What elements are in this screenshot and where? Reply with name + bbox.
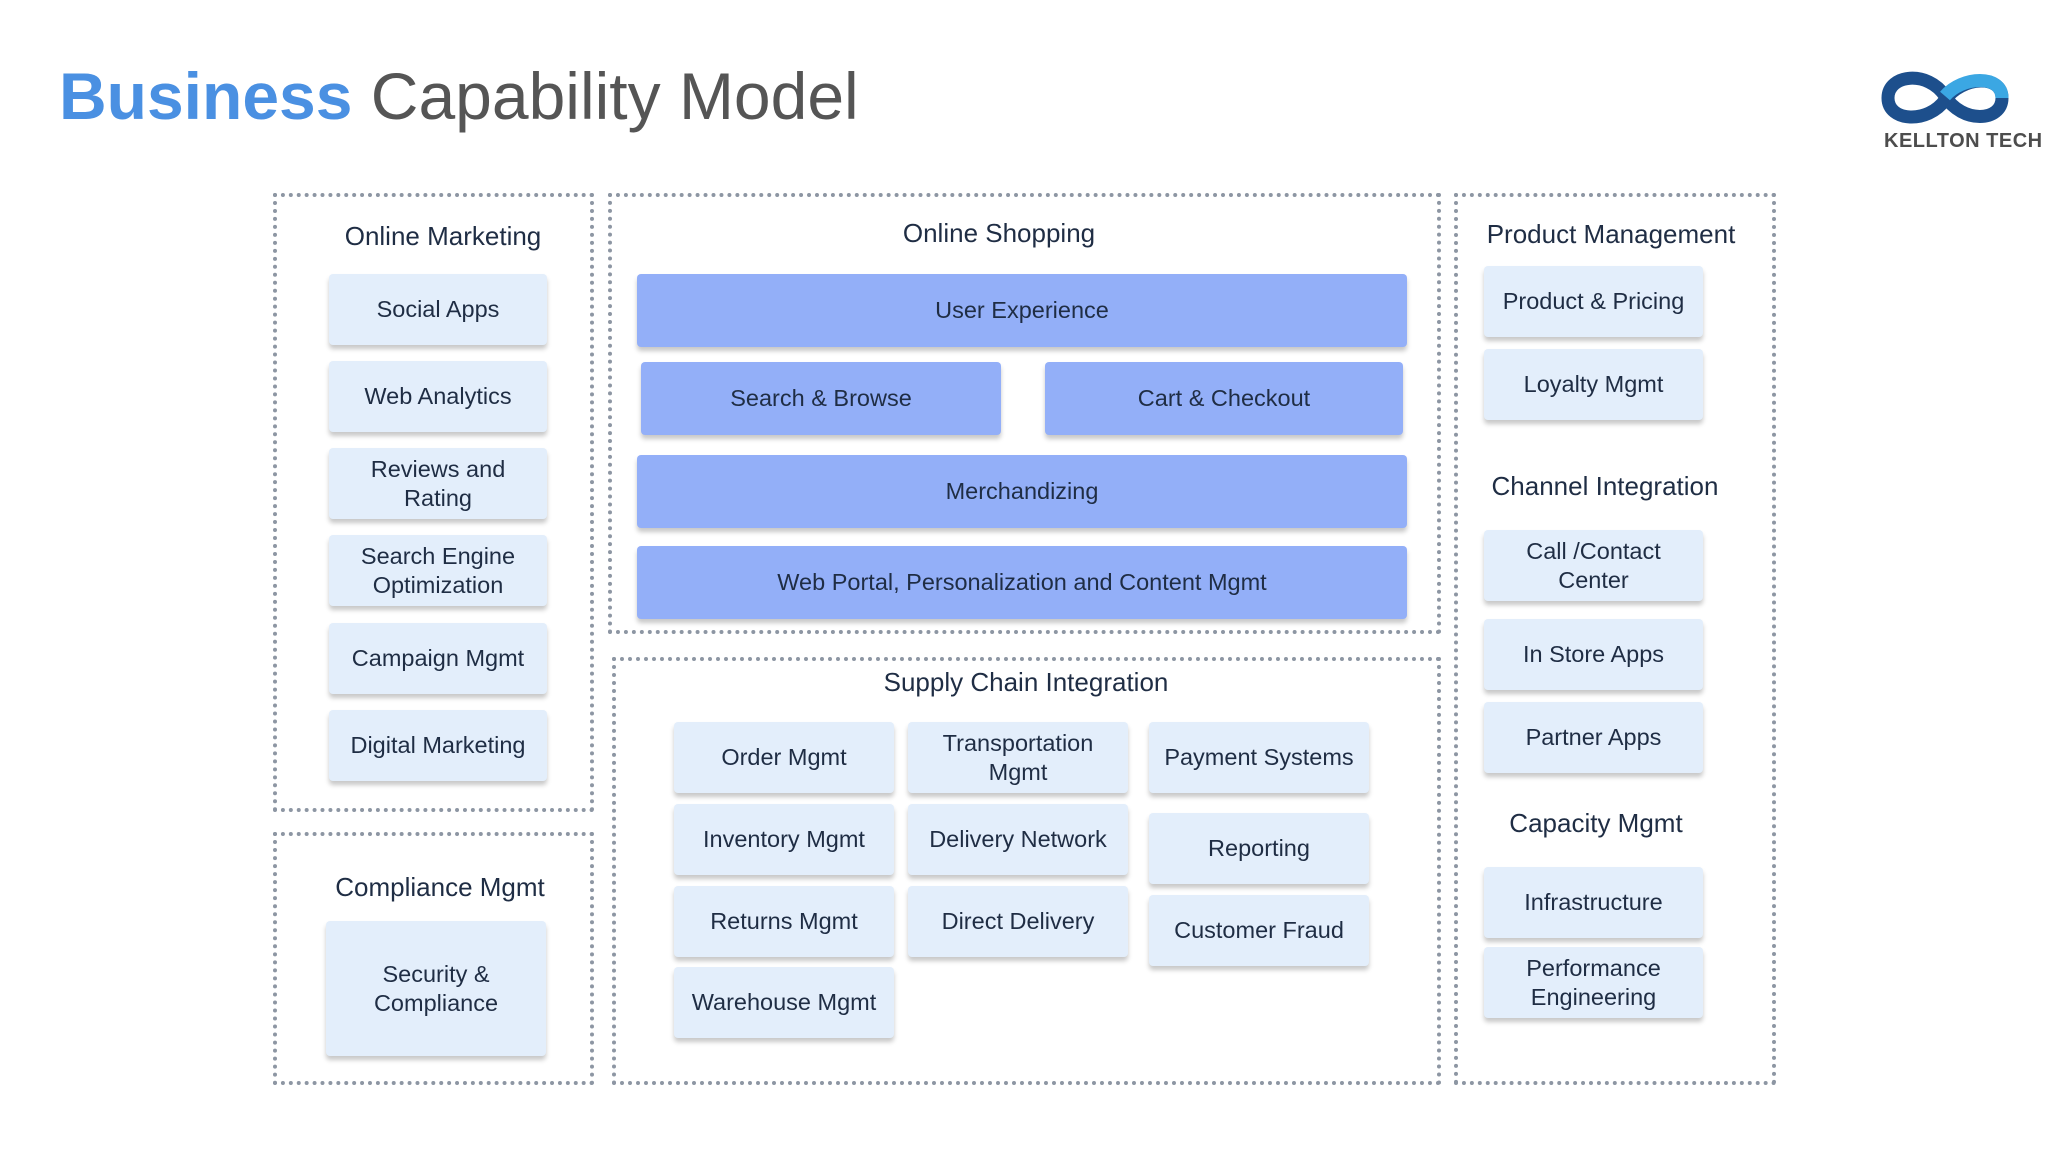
channel-integration-title: Channel Integration	[1491, 471, 1719, 501]
capability-web-portal: Web Portal, Personalization and Content …	[637, 546, 1407, 619]
capability-warehouse-mgmt: Warehouse Mgmt	[674, 967, 894, 1038]
capability-security-compliance: Security & Compliance	[326, 921, 546, 1056]
online-shopping-title: Online Shopping	[902, 218, 1096, 248]
capability-customer-fraud: Customer Fraud	[1149, 895, 1369, 966]
capability-transportation-mgmt: Transportation Mgmt	[908, 722, 1128, 793]
capability-delivery-network: Delivery Network	[908, 804, 1128, 875]
capability-partner-apps: Partner Apps	[1484, 702, 1703, 773]
capability-payment-systems: Payment Systems	[1149, 722, 1369, 793]
capability-reviews-rating: Reviews and Rating	[329, 448, 547, 519]
capability-order-mgmt: Order Mgmt	[674, 722, 894, 793]
compliance-title: Compliance Mgmt	[335, 872, 545, 902]
right-panel	[1454, 193, 1776, 1085]
capability-product-pricing: Product & Pricing	[1484, 266, 1703, 337]
capability-performance-engineering: Performance Engineering	[1484, 947, 1703, 1018]
online-shopping-panel	[608, 193, 1441, 634]
capability-digital-marketing: Digital Marketing	[329, 710, 547, 781]
online-marketing-panel	[273, 193, 594, 812]
product-management-title: Product Management	[1486, 219, 1736, 249]
capability-direct-delivery: Direct Delivery	[908, 886, 1128, 957]
capability-reporting: Reporting	[1149, 813, 1369, 884]
supply-chain-panel	[612, 657, 1441, 1085]
capability-search-browse: Search & Browse	[641, 362, 1001, 435]
title-rest: Capability Model	[352, 59, 859, 133]
supply-chain-title: Supply Chain Integration	[883, 667, 1169, 697]
capability-call-contact-center: Call /Contact Center	[1484, 530, 1703, 601]
capacity-mgmt-title: Capacity Mgmt	[1509, 808, 1683, 838]
page-title: Business Capability Model	[59, 58, 859, 134]
capability-cart-checkout: Cart & Checkout	[1045, 362, 1403, 435]
capability-in-store-apps: In Store Apps	[1484, 619, 1703, 690]
capability-user-experience: User Experience	[637, 274, 1407, 347]
capability-seo: Search Engine Optimization	[329, 535, 547, 606]
capability-loyalty-mgmt: Loyalty Mgmt	[1484, 349, 1703, 420]
capability-infrastructure: Infrastructure	[1484, 867, 1703, 938]
capability-social-apps: Social Apps	[329, 274, 547, 345]
capability-merchandizing: Merchandizing	[637, 455, 1407, 528]
kellton-logo-icon	[1881, 71, 2009, 124]
capability-web-analytics: Web Analytics	[329, 361, 547, 432]
compliance-panel	[273, 832, 594, 1085]
capability-campaign-mgmt: Campaign Mgmt	[329, 623, 547, 694]
online-marketing-title: Online Marketing	[344, 221, 542, 251]
capability-returns-mgmt: Returns Mgmt	[674, 886, 894, 957]
logo-text: KELLTON TECH	[1884, 130, 2043, 152]
title-accent: Business	[59, 59, 353, 133]
capability-inventory-mgmt: Inventory Mgmt	[674, 804, 894, 875]
